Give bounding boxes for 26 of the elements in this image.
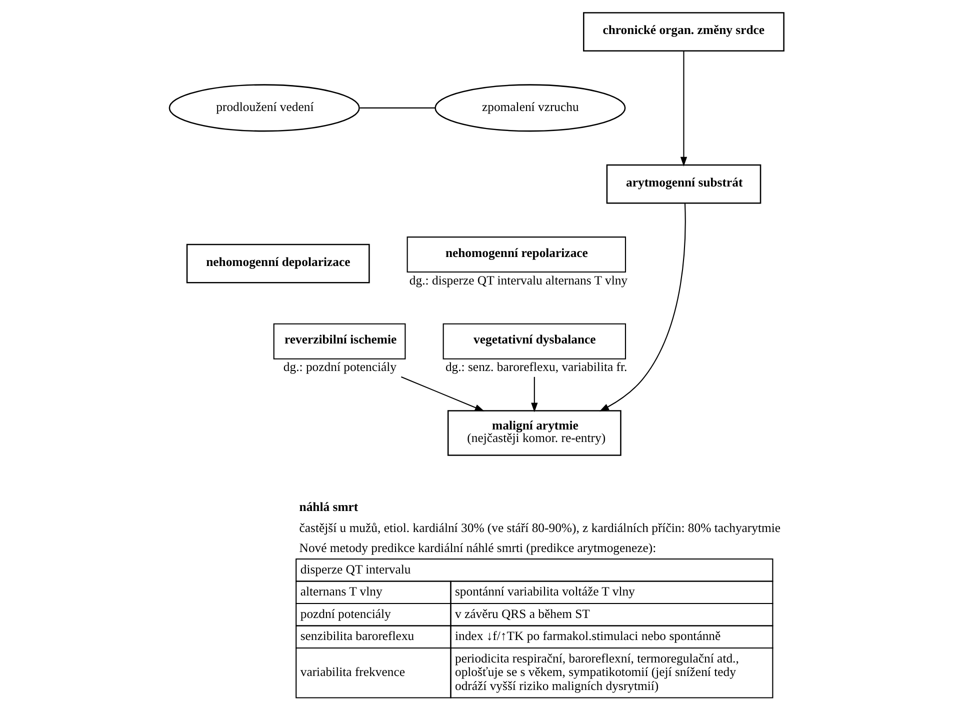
label: častější u mužů, etiol. kardiální 30% (ve stáří 80-90%), z kardiálních příčin: 80% tachyarytmie [298,521,780,536]
arrow [530,376,538,412]
node-ellipse: prodloužení vedení [168,84,360,132]
node-label: dg.: pozdní potenciály [282,360,396,374]
arrow [680,50,687,166]
label: pozdní potenciály [300,606,390,621]
node-label: dg.: disperze QT intervalu alternans T vlny [408,273,628,288]
label: náhlá smrt [298,500,358,514]
node-label: dg.: senz. baroreflexu, variabilita fr. [444,360,627,374]
label: variabilita frekvence [300,665,404,680]
node-box: maligní arytmie (nejčastěji komor. re-entry) [446,410,621,456]
label: spontánní variabilita voltáže T vlny [454,584,634,599]
connector [359,107,435,108]
arrow [598,203,686,412]
arrow [400,376,484,412]
label: periodicita respirační, baroreflexní, termoregulační atd., oplošťuje se s věkem, sympatikotomií (její snížení tedy odráží vyšší riziko maligních dysrytmií) [454,651,738,693]
label: senzibilita baroreflexu [300,629,414,644]
label: index ↓f/↑TK po farmakol.stimulaci nebo spontánně [454,629,720,644]
node-box: chronické organ. změny srdce [582,12,784,52]
label: Nové metody predikce kardiální náhlé smrti (predikce arytmogeneze): [298,541,656,556]
node-box: nehomogenní depolarizace [186,244,370,284]
label: v závěru QRS a během ST [454,606,590,621]
label: disperze QT intervalu [300,562,410,576]
node-ellipse: zpomalení vzruchu [434,84,626,132]
label: alternans T vlny [300,584,382,599]
node-box: arytmogenní substrát [606,164,761,204]
